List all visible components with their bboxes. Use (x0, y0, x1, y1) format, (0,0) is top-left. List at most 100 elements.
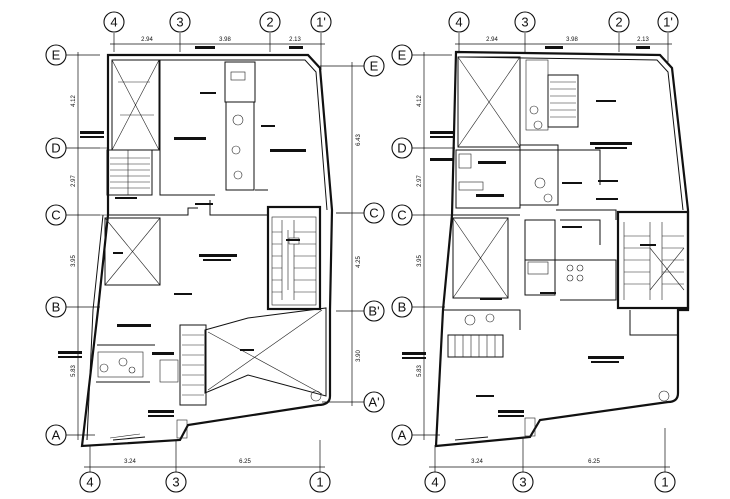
top-dimension-line: 2.94 3.98 2.13 (455, 33, 672, 62)
axis-label: A (398, 428, 407, 443)
light-well-top (457, 56, 521, 148)
dimension-text: 2.97 (71, 175, 77, 187)
interior-walls (443, 209, 678, 336)
stair-left (106, 149, 153, 196)
dimension-text: 6.43 (356, 134, 362, 146)
dimension-text: 4.25 (356, 256, 362, 268)
bottom-dimension-line: 3.24 6.25 (84, 440, 325, 472)
axis-label: 3 (519, 475, 526, 490)
dimension-text: 3.24 (124, 459, 136, 465)
entrance-details (454, 390, 670, 441)
axis-bubble-right-E: E (363, 55, 385, 77)
axis-bubble-top-4: 4 (448, 11, 470, 33)
left-dimension-line: 4.12 2.97 3.95 5.83 (66, 52, 100, 440)
dimension-text: 3.24 (471, 459, 483, 465)
stair-bottom (179, 324, 207, 406)
axis-label: A' (368, 395, 379, 410)
dimension-text: 5.83 (417, 365, 423, 377)
dimension-text: 3.95 (417, 255, 423, 267)
kitchen-counters (524, 219, 617, 301)
dimension-text: 3.95 (71, 255, 77, 267)
axis-bubble-top-1p: 1' (657, 11, 679, 33)
axis-label: 3 (176, 15, 183, 30)
axis-bubble-left-B: B (391, 296, 413, 318)
light-well-middle (104, 217, 161, 286)
axis-label: C (369, 206, 378, 221)
light-well-middle (452, 217, 509, 299)
dimension-text: 2.13 (637, 37, 649, 43)
left-dimension-line: 4.12 2.97 3.95 5.83 (412, 52, 455, 440)
axis-bubble-left-C: C (391, 204, 413, 226)
axis-bubble-right-C: C (363, 202, 385, 224)
top-dimension-line: 2.94 3.98 2.13 (110, 33, 325, 70)
axis-label: 2 (266, 15, 273, 30)
axis-bubble-bottom-4: 4 (424, 471, 446, 493)
stair-top (525, 59, 579, 131)
axis-bubble-bottom-4: 4 (79, 471, 101, 493)
left-floor-plan: 4 3 2 1' 2.94 3.98 2.13 E D C B A (45, 11, 385, 493)
axis-label: C (51, 208, 60, 223)
axis-bubble-left-D: D (45, 137, 67, 159)
dimension-text: 3.90 (356, 350, 362, 362)
axis-bubble-left-E: E (391, 44, 413, 66)
axis-label: B (52, 300, 61, 315)
entrance-details (109, 390, 322, 441)
axis-bubble-top-2: 2 (259, 11, 281, 33)
bathroom-block (224, 61, 256, 191)
dimension-text: 3.98 (219, 37, 231, 43)
axis-label: B (398, 300, 407, 315)
axis-bubble-left-A: A (45, 424, 67, 446)
sloped-slab (204, 307, 327, 397)
axis-bubble-bottom-3: 3 (165, 471, 187, 493)
exterior-walls (80, 53, 334, 448)
dimension-text: 2.94 (486, 37, 498, 43)
axis-bubble-top-3: 3 (169, 11, 191, 33)
axis-label: 4 (455, 15, 462, 30)
axis-label: B' (368, 304, 379, 319)
bottom-dimension-line: 3.24 6.25 (429, 428, 670, 472)
axis-label: 4 (86, 475, 93, 490)
service-zone (455, 144, 601, 209)
axis-label: D (51, 141, 60, 156)
axis-bubble-bottom-1: 1 (309, 471, 331, 493)
axis-label: D (397, 141, 406, 156)
axis-bubble-top-4: 4 (103, 11, 125, 33)
annotation-tags (402, 46, 656, 417)
dimension-text: 4.12 (417, 95, 423, 107)
axis-bubble-left-E: E (45, 44, 67, 66)
axis-bubble-top-2: 2 (608, 11, 630, 33)
axis-label: 1 (661, 475, 668, 490)
axis-bubble-left-D: D (391, 137, 413, 159)
axis-label: 1' (663, 15, 673, 30)
axis-label: A (52, 428, 61, 443)
dimension-text: 2.97 (417, 175, 423, 187)
stair-core-right (266, 205, 322, 311)
axis-label: 4 (110, 15, 117, 30)
dimension-text: 2.94 (141, 37, 153, 43)
axis-label: C (397, 208, 406, 223)
right-dimension-line: 6.43 4.25 3.90 (320, 62, 364, 406)
axis-bubble-top-3: 3 (514, 11, 536, 33)
axis-label: 1' (316, 15, 326, 30)
interior-walls (96, 60, 268, 383)
dimension-text: 6.25 (588, 459, 600, 465)
dimension-text: 3.98 (566, 37, 578, 43)
axis-bubble-left-B: B (45, 296, 67, 318)
dimension-text: 4.12 (71, 95, 77, 107)
axis-label: E (52, 48, 61, 63)
axis-bubble-top-1p: 1' (310, 11, 332, 33)
axis-bubble-right-Bp: B' (363, 300, 385, 322)
light-well-top (111, 59, 160, 151)
axis-label: 4 (431, 475, 438, 490)
kitchen-fixtures (97, 351, 179, 383)
axis-label: 1 (316, 475, 323, 490)
dimension-text: 6.25 (239, 459, 251, 465)
stair-core-right (616, 210, 690, 310)
dimension-text: 5.83 (71, 365, 77, 377)
annotation-tags (58, 46, 306, 417)
axis-label: E (398, 48, 407, 63)
axis-bubble-right-Ap: A' (363, 391, 385, 413)
axis-bubble-left-A: A (391, 424, 413, 446)
axis-label: 3 (521, 15, 528, 30)
